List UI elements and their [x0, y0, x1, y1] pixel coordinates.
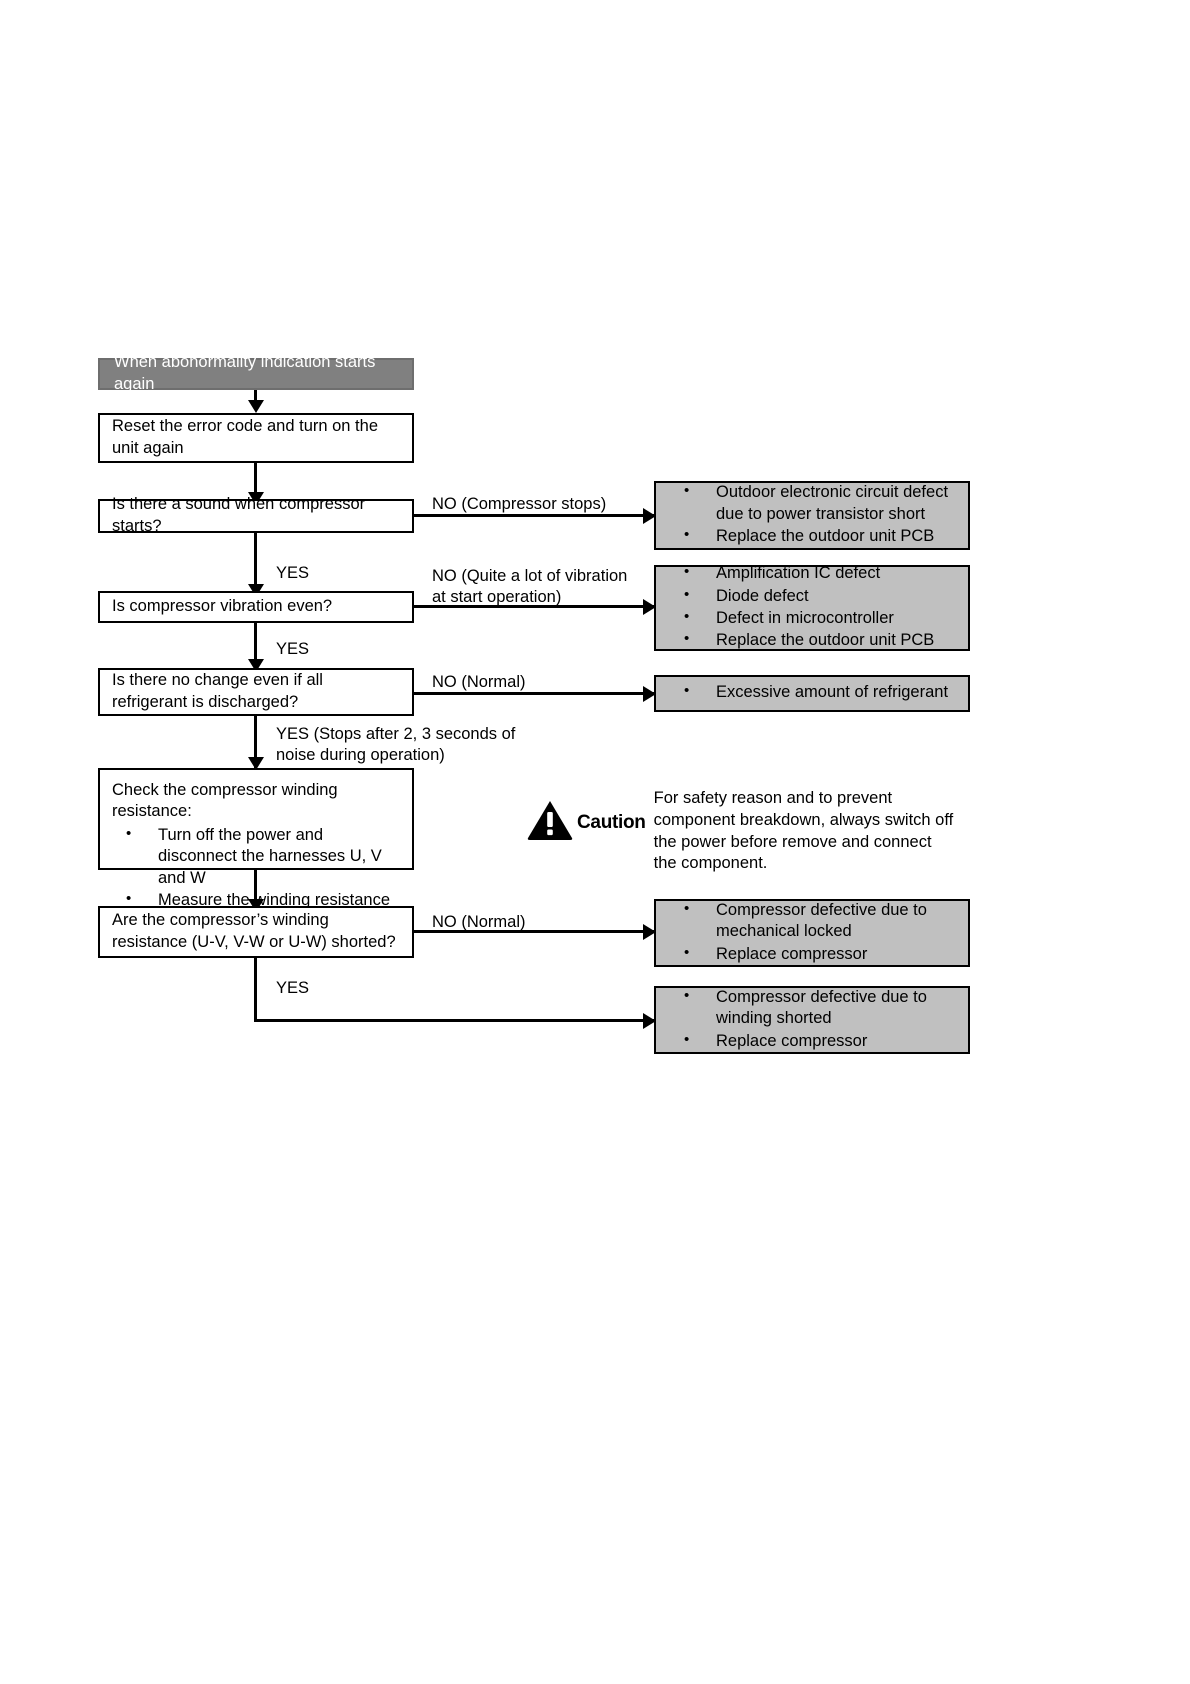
result-refrigerant-box: Excessive amount of refrigerant — [654, 675, 970, 712]
step-question-refrigerant-text: Is there no change even if all refrigera… — [112, 671, 323, 711]
step-reset-box: Reset the error code and turn on the uni… — [98, 413, 414, 463]
edge-label-no-normal-1: NO (Normal) — [432, 673, 526, 691]
flow-header-box: When abonormality indication starts agai… — [98, 353, 414, 393]
step-check-winding-box: Check the compressor winding resistance:… — [98, 768, 414, 931]
arrow-refrigerant-no — [643, 686, 656, 702]
result-winding-shorted-list: Compressor defective due to winding shor… — [670, 986, 958, 1053]
step-question-sound-box: Is there a sound when compressor starts? — [98, 495, 414, 535]
caution-block: Caution For safety reason and to prevent… — [527, 786, 977, 875]
connector-shorted-yes-vertical — [254, 958, 257, 1022]
list-item: Compressor defective due to mechanical l… — [670, 899, 958, 943]
list-item: Replace the outdoor unit PCB — [670, 629, 958, 651]
arrow-shorted-yes — [643, 1013, 656, 1029]
connector-winding-to-shorted — [254, 870, 257, 904]
arrow-shorted-no — [643, 924, 656, 940]
connector-shorted-no — [414, 930, 654, 933]
list-item: Compressor defective due to winding shor… — [670, 986, 958, 1030]
step-question-refrigerant-box: Is there no change even if all refrigera… — [98, 668, 414, 716]
list-item: Replace compressor — [670, 1030, 958, 1052]
arrow-sound-no — [643, 508, 656, 524]
caution-text: For safety reason and to prevent compone… — [653, 789, 954, 873]
connector-header-to-reset — [254, 390, 257, 404]
result-ic-diode-box: Amplification IC defect Diode defect Def… — [654, 562, 970, 653]
result-ic-diode-list: Amplification IC defect Diode defect Def… — [670, 562, 958, 653]
result-pcb-transistor-list: Outdoor electronic circuit defect due to… — [670, 481, 958, 548]
list-item: Diode defect — [670, 585, 958, 607]
flow-header-label: When abonormality indication starts agai… — [114, 353, 376, 393]
connector-vibration-no — [414, 605, 654, 608]
list-item: Excessive amount of refrigerant — [670, 681, 958, 703]
result-mechanical-lock-list: Compressor defective due to mechanical l… — [670, 899, 958, 966]
connector-reset-to-sound — [254, 463, 257, 497]
arrow-header-to-reset — [248, 400, 264, 413]
connector-sound-no — [414, 514, 654, 517]
edge-label-no-compressor-stops: NO (Compressor stops) — [432, 495, 607, 513]
connector-refrigerant-yes — [254, 716, 257, 768]
step-check-winding-title: Check the compressor winding resistance: — [112, 781, 338, 821]
list-item: Replace compressor — [670, 943, 958, 965]
step-question-vibration-box: Is compressor vibration even? — [98, 591, 414, 623]
result-winding-shorted-box: Compressor defective due to winding shor… — [654, 986, 970, 1054]
edge-label-no-normal-2: NO (Normal) — [432, 913, 526, 931]
result-refrigerant-list: Excessive amount of refrigerant — [670, 681, 958, 704]
edge-label-no-vibration: NO (Quite a lot of vibration at start op… — [432, 567, 628, 607]
step-question-shorted-text: Are the compressor’s winding resistance … — [112, 911, 396, 951]
connector-refrigerant-no — [414, 692, 654, 695]
edge-label-yes-stops: YES (Stops after 2, 3 seconds of noise d… — [276, 725, 516, 765]
arrow-refrigerant-yes — [248, 757, 264, 770]
arrow-vibration-no — [643, 599, 656, 615]
step-reset-text: Reset the error code and turn on the uni… — [112, 417, 378, 457]
warning-triangle-icon — [527, 800, 573, 845]
connector-shorted-yes-horizontal — [254, 1019, 654, 1022]
list-item: Turn off the power and disconnect the ha… — [112, 824, 400, 889]
edge-label-yes-3: YES — [276, 979, 310, 997]
edge-label-yes-1: YES — [276, 564, 310, 582]
result-pcb-transistor-box: Outdoor electronic circuit defect due to… — [654, 481, 970, 550]
list-item: Defect in microcontroller — [670, 607, 958, 629]
step-question-vibration-text: Is compressor vibration even? — [112, 597, 333, 616]
list-item: Replace the outdoor unit PCB — [670, 525, 958, 547]
edge-label-yes-2: YES — [276, 640, 310, 658]
caution-mark-group: Caution — [527, 786, 646, 845]
result-mechanical-lock-box: Compressor defective due to mechanical l… — [654, 899, 970, 967]
step-question-shorted-box: Are the compressor’s winding resistance … — [98, 906, 414, 958]
step-question-sound-text: Is there a sound when compressor starts? — [112, 495, 366, 535]
list-item: Amplification IC defect — [670, 562, 958, 584]
caution-word: Caution — [577, 811, 646, 833]
connector-vibration-yes — [254, 623, 257, 671]
list-item: Outdoor electronic circuit defect due to… — [670, 481, 958, 525]
connector-sound-yes — [254, 533, 257, 589]
